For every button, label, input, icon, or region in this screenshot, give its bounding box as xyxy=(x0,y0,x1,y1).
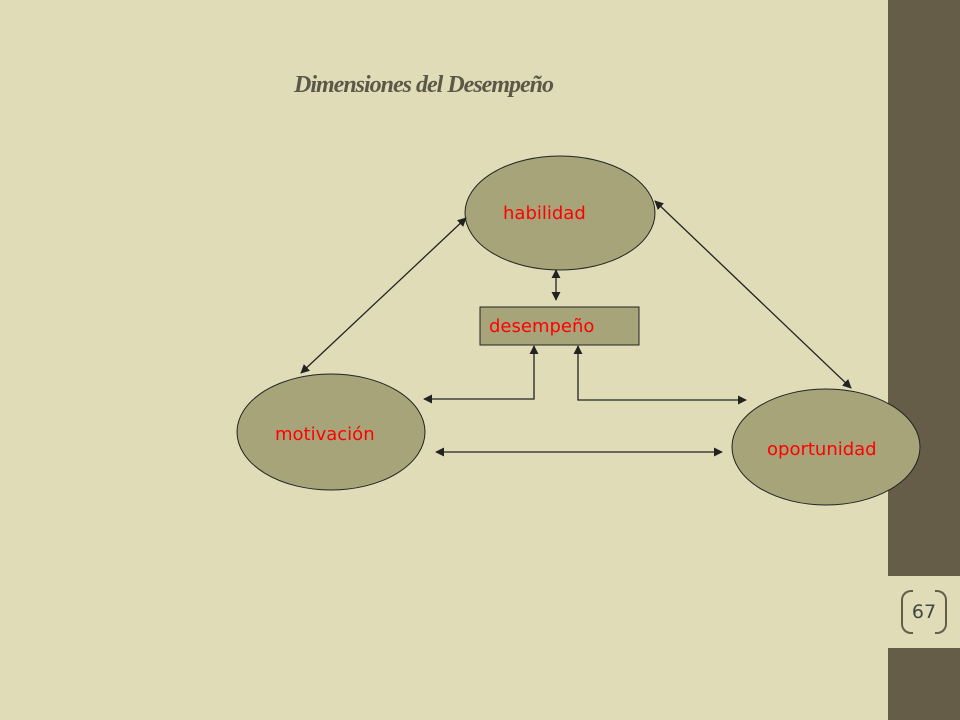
oportunidad-node xyxy=(731,388,921,506)
motivacion-node xyxy=(236,373,426,491)
page-number: 67 xyxy=(911,601,937,623)
motivacion-label: motivación xyxy=(275,424,375,445)
desempeno-node xyxy=(479,306,640,346)
page-number-box: 67 xyxy=(888,576,960,648)
desempeno-label: desempeño xyxy=(489,316,594,337)
motivacion-desempeno-arrow xyxy=(423,345,539,404)
oportunidad-label: oportunidad xyxy=(767,439,877,460)
habilidad-label: habilidad xyxy=(503,203,586,224)
habilidad-motivacion-arrow xyxy=(300,217,467,374)
slide-title: Dimensiones del Desempeño xyxy=(294,72,554,98)
oportunidad-desempeno-arrow xyxy=(573,345,747,405)
left-bracket-icon xyxy=(901,590,913,634)
right-bracket-icon xyxy=(935,590,947,634)
habilidad-oportunidad-arrow xyxy=(654,200,852,389)
